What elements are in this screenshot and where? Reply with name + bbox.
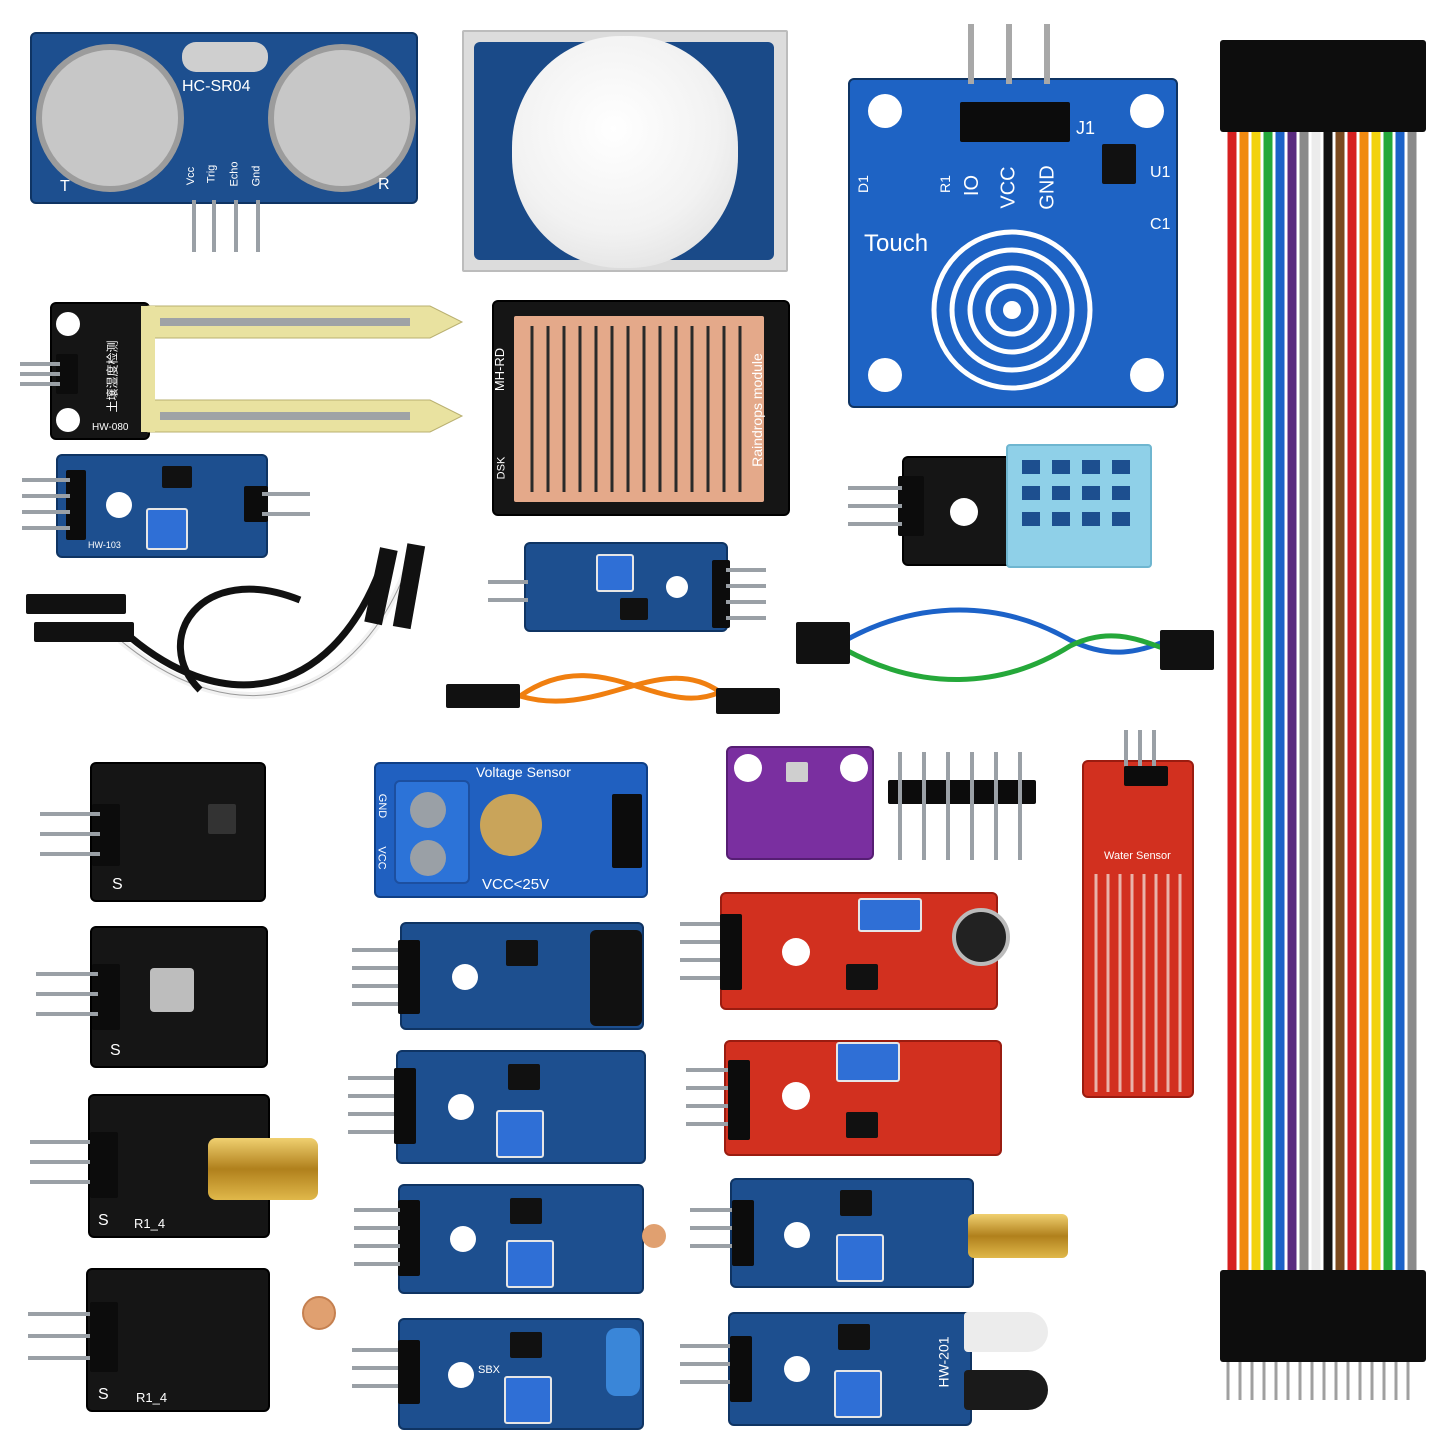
touch-j1-label: J1	[1076, 118, 1096, 138]
ultrasonic-receiver	[268, 44, 416, 192]
soil-moisture-sensor-module: 土壤湿度检测 HW-080	[50, 302, 150, 440]
dht11-sensor-module	[902, 444, 1152, 568]
pressure-sensor-module	[726, 746, 874, 860]
hw103-code: HW-103	[88, 540, 121, 550]
ir-receiver-s-label: S	[110, 1042, 121, 1059]
raindrop-copper-plate	[514, 316, 764, 502]
water-level-sensor-module: Water Sensor	[1082, 760, 1194, 1098]
touch-u1-label: U1	[1150, 164, 1171, 181]
voltage-vcc-label: VCC	[375, 846, 388, 870]
water-title: Water Sensor	[1104, 850, 1171, 862]
fresnel-lens	[512, 36, 738, 268]
hall-s-label: S	[112, 876, 123, 893]
tilt-code: SBX	[478, 1364, 501, 1376]
raindrops-sensor-module: Raindrops module MH-RD DSK	[492, 300, 790, 516]
laser-brass-head	[208, 1138, 318, 1200]
pir-motion-sensor-module	[462, 30, 788, 272]
touch-label: Touch	[864, 230, 929, 257]
touch-c1-label: C1	[1150, 216, 1171, 233]
laser-s-label: S	[98, 1212, 109, 1229]
ultrasonic-transmitter	[36, 44, 184, 192]
vibration-sensor-module	[730, 1178, 974, 1288]
ir-led-clear	[964, 1312, 1048, 1352]
soil-code: HW-080	[92, 422, 129, 433]
ir-led-dark	[964, 1370, 1048, 1410]
photoresistor-r14-label: R1_4	[136, 1390, 168, 1405]
vibration-brass-cylinder	[968, 1214, 1068, 1258]
dht11-blue-cage	[1006, 444, 1152, 568]
photoresistor-module: S R1_4	[86, 1268, 270, 1412]
comparator-module-small	[524, 542, 728, 632]
hw103-sensor-module: HW-103	[56, 454, 268, 558]
touch-sensor-module: J1 IO VCC GND U1 C1 D1 R1 Touch	[848, 78, 1178, 408]
hw201-ir-module: HW-201	[728, 1312, 972, 1426]
voltage-title: Voltage Sensor	[476, 764, 571, 780]
ir-obstacle-module-a	[400, 922, 644, 1030]
ultrasonic-model-label: HC-SR04	[182, 78, 251, 95]
sensor-module-b	[396, 1050, 646, 1164]
voltage-limit: VCC<25V	[482, 876, 550, 893]
laser-r14-label: R1_4	[134, 1216, 166, 1231]
hw201-code: HW-201	[935, 1336, 952, 1388]
photoresistor-s-label: S	[98, 1386, 109, 1403]
touch-pad-rings	[931, 229, 1093, 391]
voltage-gnd-label: GND	[376, 793, 389, 819]
tilt-switch-module: SBX	[398, 1318, 644, 1430]
light-sensor-module	[398, 1184, 644, 1294]
ultrasonic-r-label: R	[378, 176, 390, 193]
temperature-sensor-module	[724, 1040, 1002, 1156]
screw-terminal	[394, 780, 470, 884]
sound-sensor-module	[720, 892, 1010, 1010]
ultrasonic-sensor-module: HC-SR04 T R Vcc Trig Echo Gnd	[30, 32, 418, 204]
crystal-oscillator	[182, 42, 268, 72]
voltage-sensor-module: Voltage Sensor VCC<25V GND VCC	[374, 762, 648, 898]
ultrasonic-t-label: T	[60, 178, 70, 195]
